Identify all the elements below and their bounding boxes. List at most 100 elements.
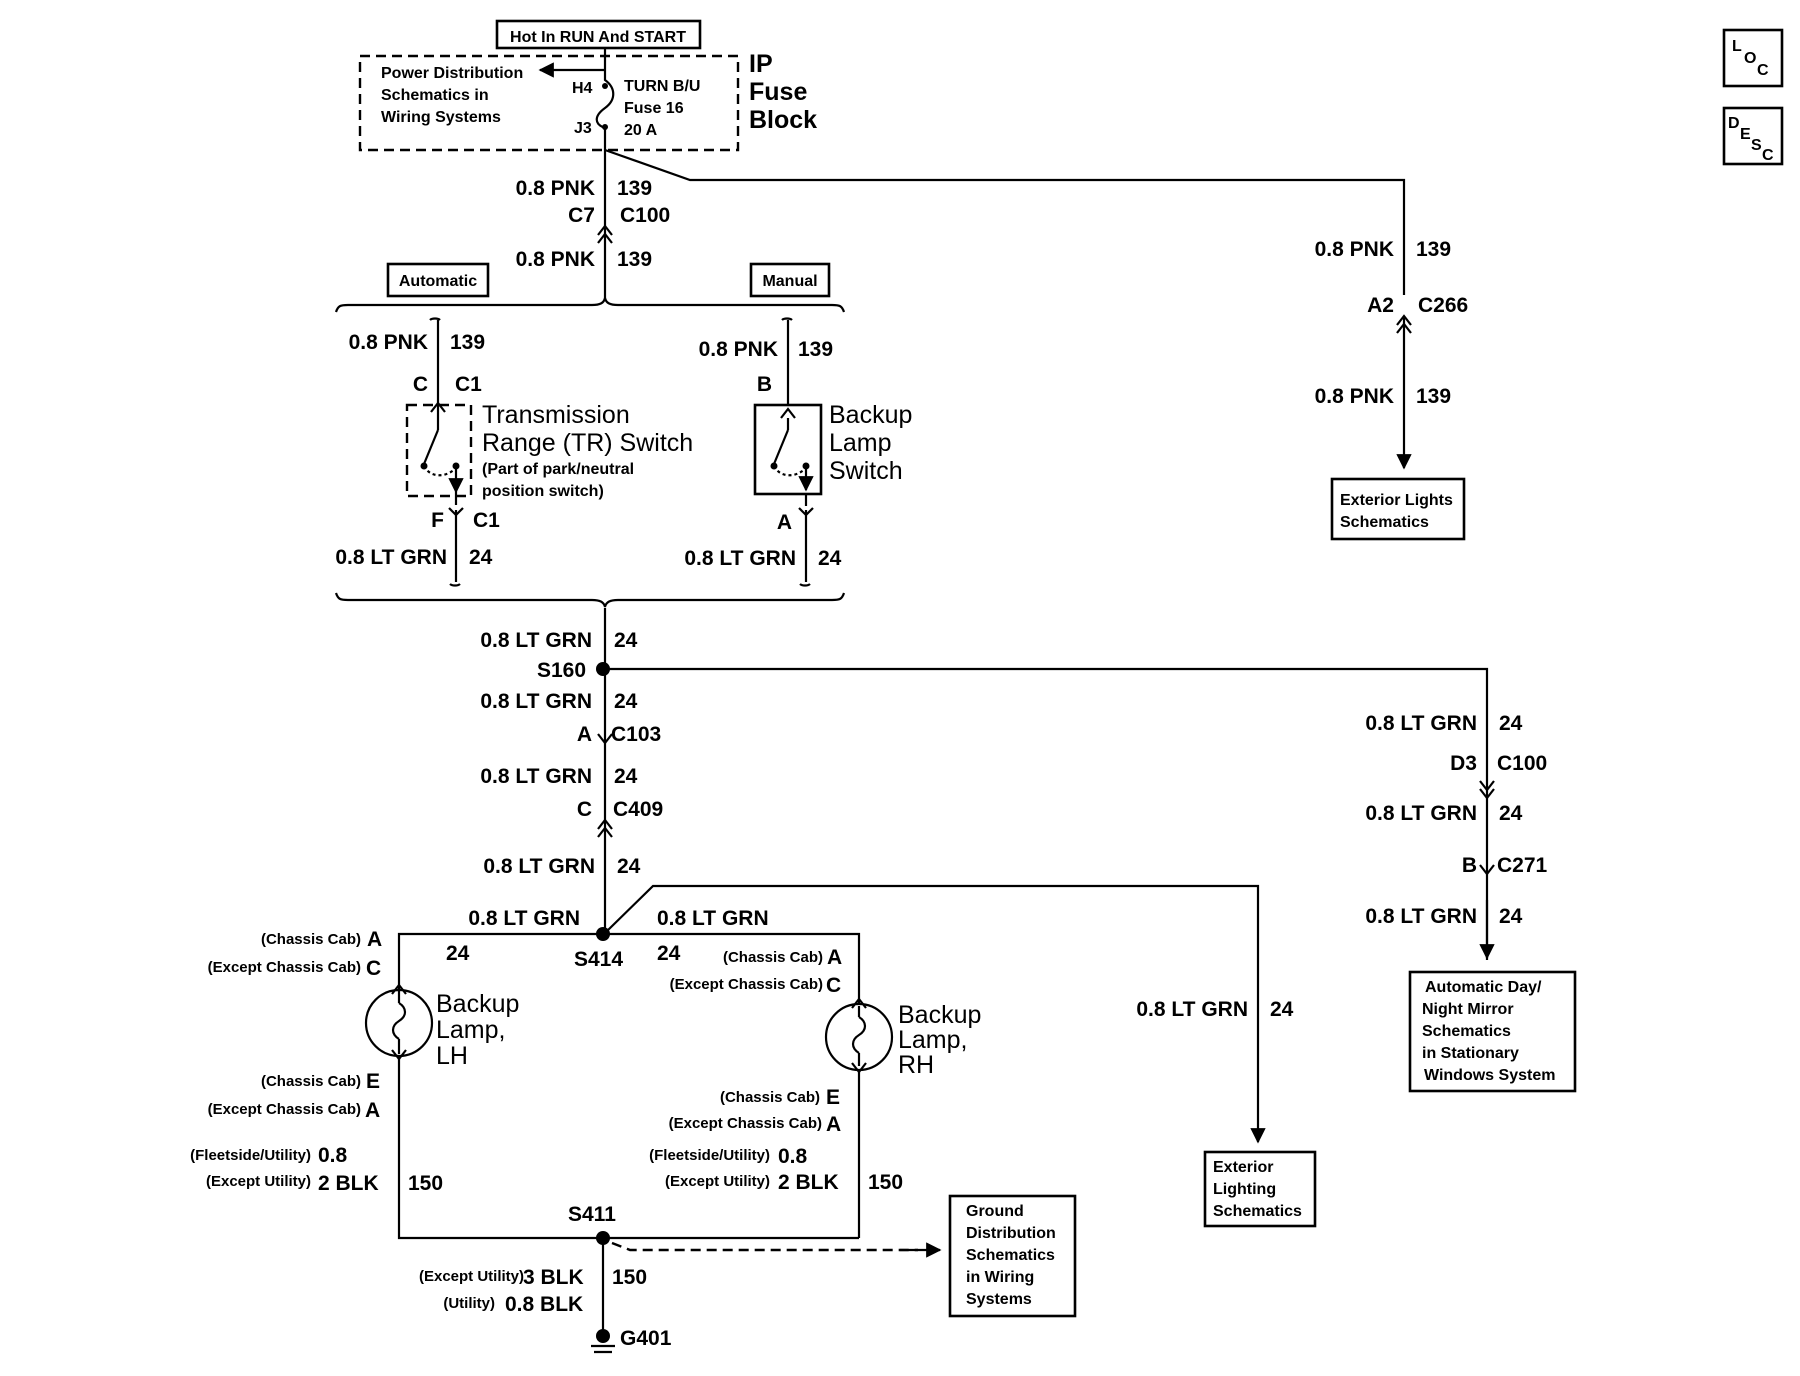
- backup-switch-label-line: Backup: [829, 401, 912, 429]
- grn-wire-exterior-lighting: [605, 884, 1266, 1144]
- wire-size-label: 0.8 LT GRN: [657, 907, 769, 930]
- connector-pin-b: B: [1462, 854, 1477, 877]
- tr-switch: [405, 401, 473, 505]
- option-except-chassis-cab: (Except Chassis Cab): [670, 976, 823, 993]
- wire-circuit-label: 24: [614, 690, 638, 713]
- tr-switch-label-line: Transmission: [482, 401, 630, 429]
- wire-size-label: 0.8 LT GRN: [468, 907, 580, 930]
- wire-size-label: 0.8 PNK: [516, 177, 595, 200]
- exterior-lighting-schematics-ref[interactable]: Exterior Lighting Schematics: [1203, 1150, 1317, 1228]
- wire-circuit-label: 150: [612, 1266, 647, 1289]
- inline-connector-icon: [597, 224, 613, 244]
- wire-circuit-label: 139: [617, 248, 652, 271]
- fuse-symbol-icon: [595, 48, 615, 130]
- svg-text:E: E: [1740, 126, 1751, 143]
- wire-size-label: 0.8 LT GRN: [480, 629, 592, 652]
- ground-dist-dashed-ref: [611, 1241, 918, 1252]
- ref-text-line: Schematics: [1213, 1203, 1302, 1220]
- svg-text:S: S: [1751, 137, 1762, 154]
- connector-pin-d3: D3: [1450, 752, 1477, 775]
- auto-day-night-mirror-ref[interactable]: Automatic Day/ Night Mirror Schematics i…: [1408, 970, 1577, 1093]
- option-fleetside-utility: (Fleetside/Utility): [649, 1147, 770, 1164]
- automatic-label: Automatic: [386, 262, 490, 298]
- blk-wire-ground-bus: [397, 1230, 859, 1240]
- wire-circuit-label: 24: [614, 629, 638, 652]
- switch-contact-icon: [772, 429, 790, 465]
- connector-c1: C1: [473, 509, 500, 532]
- backup-switch-label-line: Switch: [829, 457, 903, 485]
- connector-c100: C100: [1497, 752, 1547, 775]
- connector-pin-b: B: [757, 373, 772, 396]
- ref-text-line: Distribution: [966, 1225, 1056, 1242]
- fuse-block-name-line: IP: [749, 50, 773, 78]
- wire-size-2blk: 2 BLK: [318, 1172, 379, 1195]
- connector-pin-a: A: [777, 511, 792, 534]
- svg-text:C: C: [1757, 62, 1769, 79]
- wire-circuit-label: 139: [1416, 238, 1451, 261]
- ref-text-line: in Wiring: [966, 1269, 1034, 1286]
- wire-circuit-label: 24: [469, 546, 493, 569]
- wire-size-label: 0.8 LT GRN: [480, 765, 592, 788]
- wire-circuit-label: 139: [798, 338, 833, 361]
- option-except-utility: (Except Utility): [419, 1268, 524, 1285]
- wire-circuit-label: 139: [1416, 385, 1451, 408]
- wire-size-label: 0.8 PNK: [1315, 385, 1394, 408]
- lamp-pin-c: C: [366, 957, 381, 980]
- connector-c100: C100: [620, 204, 670, 227]
- lamp-lh-label-line: Backup: [436, 990, 519, 1018]
- pnk-wire-branch-right: [604, 148, 1406, 295]
- wire-size-08: 0.8: [318, 1144, 348, 1167]
- fuse-text-line: TURN B/U: [624, 78, 700, 95]
- ref-text-line: Exterior: [1213, 1159, 1273, 1176]
- splice-s411: S411: [568, 1203, 616, 1226]
- lamp-pin-c: C: [826, 974, 841, 997]
- lamp-rh-label-line: Backup: [898, 1001, 981, 1029]
- connector-pin-f: F: [431, 509, 444, 532]
- wire-size-label: 0.8 LT GRN: [335, 546, 447, 569]
- ip-fuse-block: IP Fuse Block Power Distribution Schemat…: [358, 48, 817, 152]
- option-brace-bottom: [334, 592, 846, 608]
- ref-text-line: Ground: [966, 1203, 1024, 1220]
- wire-circuit-label: 24: [818, 547, 842, 570]
- fuse-text-line: Fuse 16: [624, 100, 684, 117]
- connector-c271: C271: [1497, 854, 1548, 877]
- connector-c266: C266: [1418, 294, 1468, 317]
- backup-switch-label-line: Lamp: [829, 429, 892, 457]
- option-except-utility: (Except Utility): [206, 1173, 311, 1190]
- pd-schematics-line: Power Distribution: [381, 65, 523, 82]
- hot-in-run-start-label: Hot In RUN And START: [495, 19, 702, 50]
- wire-size-label: 0.8 LT GRN: [1365, 712, 1477, 735]
- wire-circuit-label: 24: [446, 942, 470, 965]
- ref-text-line: Windows System: [1424, 1067, 1555, 1084]
- wire-size-label: 0.8 PNK: [1315, 238, 1394, 261]
- wire-size-label: 0.8 PNK: [349, 331, 428, 354]
- splice-s160: S160: [537, 659, 586, 682]
- wire-size-label: 0.8 PNK: [699, 338, 778, 361]
- wire-size-08: 0.8: [778, 1145, 808, 1168]
- lamp-pin-a: A: [827, 946, 842, 969]
- desc-icon[interactable]: D E S C: [1722, 106, 1784, 166]
- ref-text-line: Schematics: [1340, 514, 1429, 531]
- ref-text-line: Schematics: [966, 1247, 1055, 1264]
- backup-lamp-switch: [753, 403, 823, 506]
- wire-circuit-label: 24: [1270, 998, 1294, 1021]
- lamp-pin-a: A: [367, 928, 382, 951]
- wire-circuit-label: 24: [1499, 905, 1523, 928]
- wire-circuit-label: 150: [408, 1172, 443, 1195]
- connector-pin-c: C: [577, 798, 592, 821]
- wire-circuit-label: 24: [1499, 802, 1523, 825]
- wire-size-label: 0.8 LT GRN: [1136, 998, 1248, 1021]
- wire-size-08blk: 0.8 BLK: [505, 1293, 583, 1316]
- ref-text-line: Lighting: [1213, 1181, 1276, 1198]
- inline-connector-icon: [597, 818, 613, 838]
- ground-g401: G401: [620, 1327, 672, 1350]
- lamp-pin-e: E: [826, 1086, 840, 1109]
- connector-c409: C409: [613, 798, 663, 821]
- option-chassis-cab: (Chassis Cab): [720, 1089, 820, 1106]
- exterior-lights-schematics-ref[interactable]: Exterior Lights Schematics: [1330, 477, 1466, 541]
- loc-icon[interactable]: L O C: [1722, 28, 1784, 88]
- pd-schematics-line: Schematics in: [381, 87, 489, 104]
- ground-distribution-ref[interactable]: Ground Distribution Schematics in Wiring…: [948, 1194, 1077, 1318]
- inline-connector-icon: [1479, 864, 1495, 876]
- wire-circuit-label: 24: [617, 855, 641, 878]
